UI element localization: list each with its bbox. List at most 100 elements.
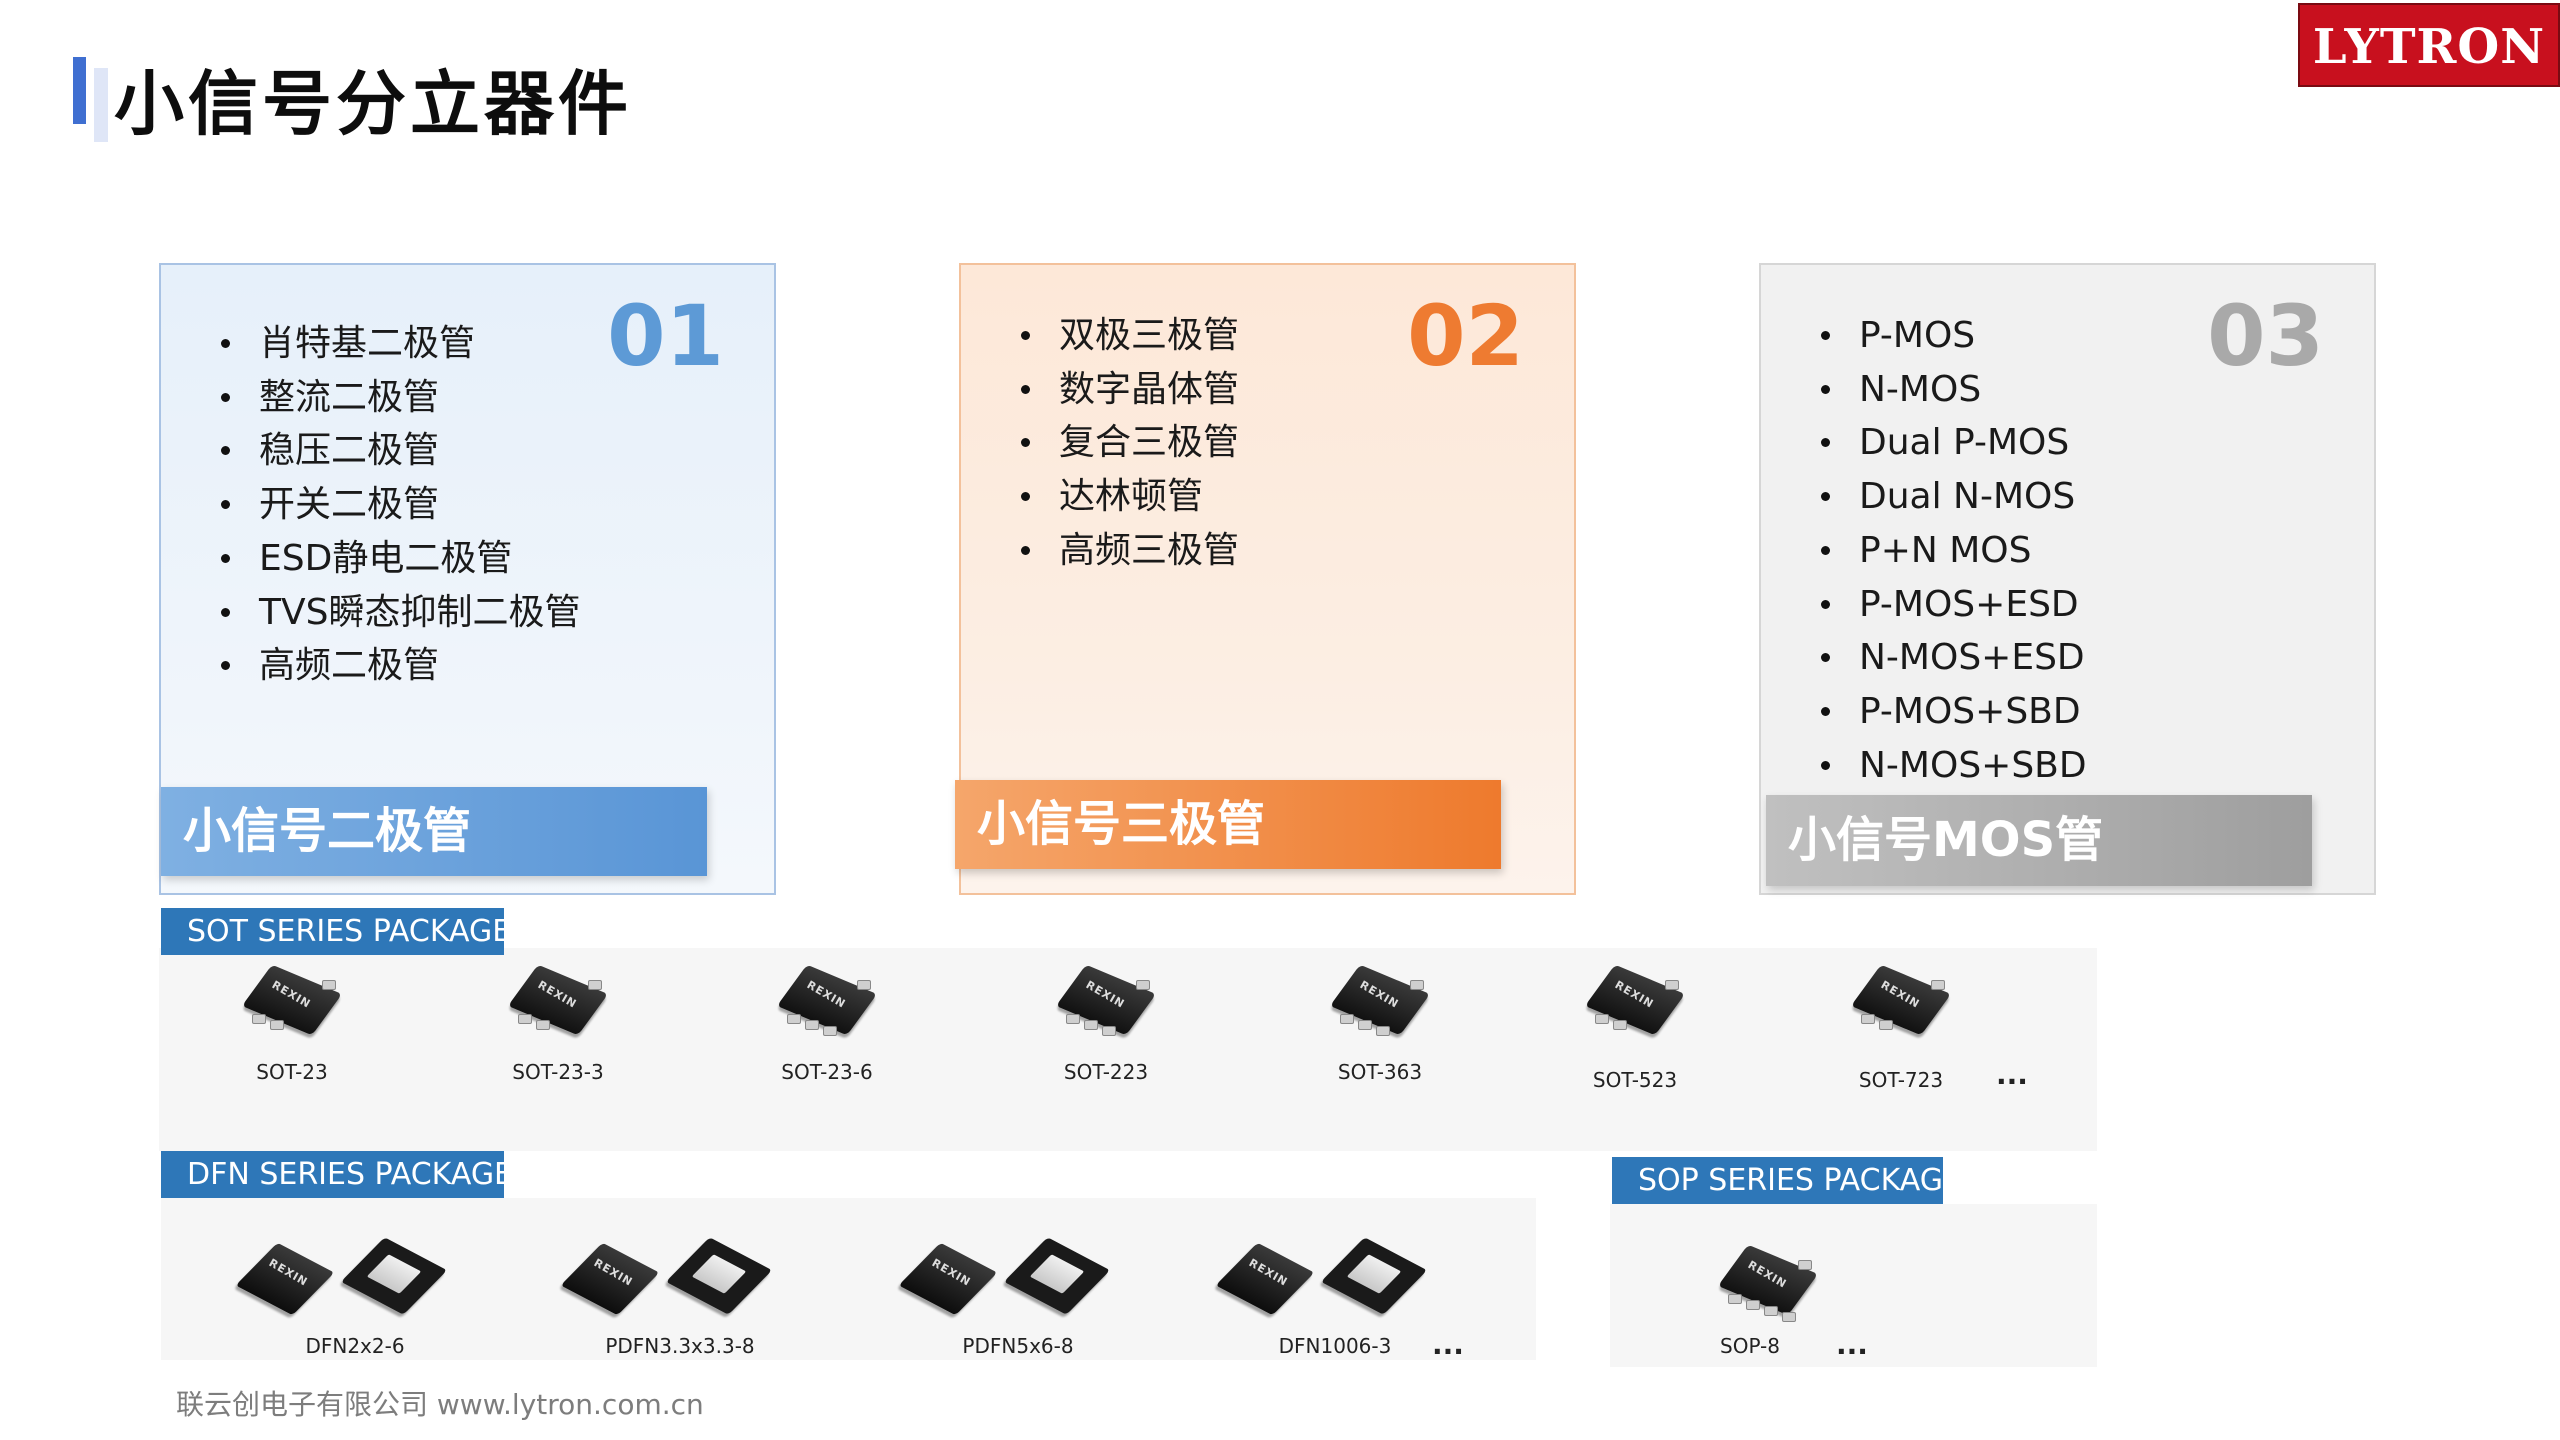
sop-package-strip [1610, 1204, 2097, 1367]
bullet-icon [221, 392, 230, 402]
bullet-icon [1821, 492, 1830, 502]
list-item: Dual P-MOS [1819, 416, 2087, 470]
list-item: 稳压二极管 [219, 424, 580, 478]
package-caption: DFN2x2-6 [305, 1334, 405, 1358]
list-item: P+N MOS [1819, 524, 2087, 578]
title-accent-bar [73, 57, 86, 124]
chip-pin-icon [1102, 1026, 1116, 1036]
list-item: P-MOS [1819, 309, 2087, 363]
bullet-icon [221, 607, 230, 617]
package-caption: PDFN3.3x3.3-8 [605, 1334, 755, 1358]
more-ellipsis: ... [1836, 1328, 1868, 1361]
bullet-icon [221, 500, 230, 510]
list-item: Dual N-MOS [1819, 470, 2087, 524]
list-item: 开关二极管 [219, 478, 580, 532]
chip-pin-icon [1728, 1294, 1742, 1304]
brand-logo: LYTRON [2298, 3, 2560, 87]
card-label: 小信号MOS管 [1766, 795, 2312, 886]
category-card-transistors: 02 双极三极管 数字晶体管 复合三极管 达林顿管 高频三极管 小信号三极管 [955, 263, 1576, 895]
chip-pin-icon [1764, 1306, 1778, 1316]
list-item: P-MOS+SBD [1819, 685, 2087, 739]
chip-pin-icon [1066, 1014, 1080, 1024]
bullet-icon [1821, 760, 1830, 770]
bullet-icon [1021, 492, 1030, 502]
package-caption: DFN1006-3 [1278, 1334, 1392, 1358]
chip-pin-icon [1376, 1026, 1390, 1036]
bullet-icon [1821, 653, 1830, 663]
list-item: 肖特基二极管 [219, 317, 580, 371]
bullet-icon [1821, 331, 1830, 340]
chip-pin-icon [1879, 1020, 1893, 1030]
package-caption: SOT-723 [1858, 1068, 1944, 1092]
bullet-icon [1821, 384, 1830, 394]
bullet-icon [221, 553, 230, 563]
list-item: P-MOS+ESD [1819, 578, 2087, 632]
list-item: 整流二极管 [219, 371, 580, 425]
bullet-icon [1821, 599, 1830, 609]
chip-pin-icon [536, 1020, 550, 1030]
chip-pin-icon [823, 1026, 837, 1036]
category-card-diodes: 01 肖特基二极管 整流二极管 稳压二极管 开关二极管 ESD静电二极管 TVS… [159, 263, 776, 895]
list-item: 双极三极管 [1019, 309, 1239, 363]
chip-pin-icon [252, 1014, 266, 1024]
category-card-mos: 03 P-MOS N-MOS Dual P-MOS Dual N-MOS P+N… [1759, 263, 2376, 895]
bullet-icon [1021, 438, 1030, 448]
bullet-icon [1821, 545, 1830, 555]
list-item: 高频二极管 [219, 639, 580, 693]
package-caption: SOP-8 [1720, 1334, 1780, 1358]
card-item-list: 肖特基二极管 整流二极管 稳压二极管 开关二极管 ESD静电二极管 TVS瞬态抑… [219, 317, 580, 693]
more-ellipsis: ... [1996, 1058, 2028, 1091]
card-label: 小信号二极管 [161, 787, 707, 876]
bullet-icon [1021, 545, 1030, 555]
card-label: 小信号三极管 [955, 780, 1501, 869]
bullet-icon [221, 661, 230, 671]
package-caption: PDFN5x6-8 [962, 1334, 1074, 1358]
list-item: 高频三极管 [1019, 524, 1239, 578]
list-item: N-MOS [1819, 363, 2087, 417]
list-item: ESD静电二极管 [219, 532, 580, 586]
chip-pin-icon [1798, 1260, 1812, 1270]
sot-series-tab: SOT SERIES PACKAGE [161, 908, 511, 955]
chip-pin-icon [805, 1020, 819, 1030]
chip-pin-icon [1358, 1020, 1372, 1030]
chip-pin-icon [1931, 980, 1945, 990]
list-item: TVS瞬态抑制二极管 [219, 586, 580, 640]
card-number: 02 [1407, 287, 1524, 385]
chip-pin-icon [1613, 1020, 1627, 1030]
bullet-icon [1821, 438, 1830, 448]
list-item: 达林顿管 [1019, 470, 1239, 524]
list-item: N-MOS+ESD [1819, 631, 2087, 685]
chip-pin-icon [857, 980, 871, 990]
sop-series-tab: SOP SERIES PACKAGE [1612, 1157, 1962, 1204]
list-item: 数字晶体管 [1019, 363, 1239, 417]
chip-pin-icon [588, 980, 602, 990]
package-caption: SOT-23-3 [512, 1060, 604, 1084]
chip-pin-icon [322, 980, 336, 990]
package-caption: SOT-223 [1063, 1060, 1149, 1084]
card-number: 01 [607, 287, 724, 385]
chip-pin-icon [270, 1020, 284, 1030]
card-item-list: 双极三极管 数字晶体管 复合三极管 达林顿管 高频三极管 [1019, 309, 1239, 578]
chip-pin-icon [1410, 980, 1424, 990]
chip-pin-icon [1746, 1300, 1760, 1310]
page-title: 小信号分立器件 [114, 63, 632, 145]
chip-pin-icon [1136, 980, 1150, 990]
footer-company-text: 联云创电子有限公司 www.lytron.com.cn [176, 1388, 704, 1421]
bullet-icon [1821, 706, 1830, 716]
list-item: 复合三极管 [1019, 416, 1239, 470]
bullet-icon [221, 339, 230, 348]
card-item-list: P-MOS N-MOS Dual P-MOS Dual N-MOS P+N MO… [1819, 309, 2087, 792]
card-number: 03 [2207, 287, 2324, 385]
more-ellipsis: ... [1432, 1328, 1464, 1361]
package-caption: SOT-23-6 [781, 1060, 873, 1084]
title-accent-shadow [94, 68, 108, 142]
chip-pin-icon [1340, 1014, 1354, 1024]
sot-package-strip [159, 948, 2097, 1151]
package-caption: SOT-523 [1592, 1068, 1678, 1092]
chip-pin-icon [1861, 1014, 1875, 1024]
package-caption: SOT-363 [1337, 1060, 1423, 1084]
chip-pin-icon [1665, 980, 1679, 990]
chip-pin-icon [1595, 1014, 1609, 1024]
package-caption: SOT-23 [256, 1060, 328, 1084]
